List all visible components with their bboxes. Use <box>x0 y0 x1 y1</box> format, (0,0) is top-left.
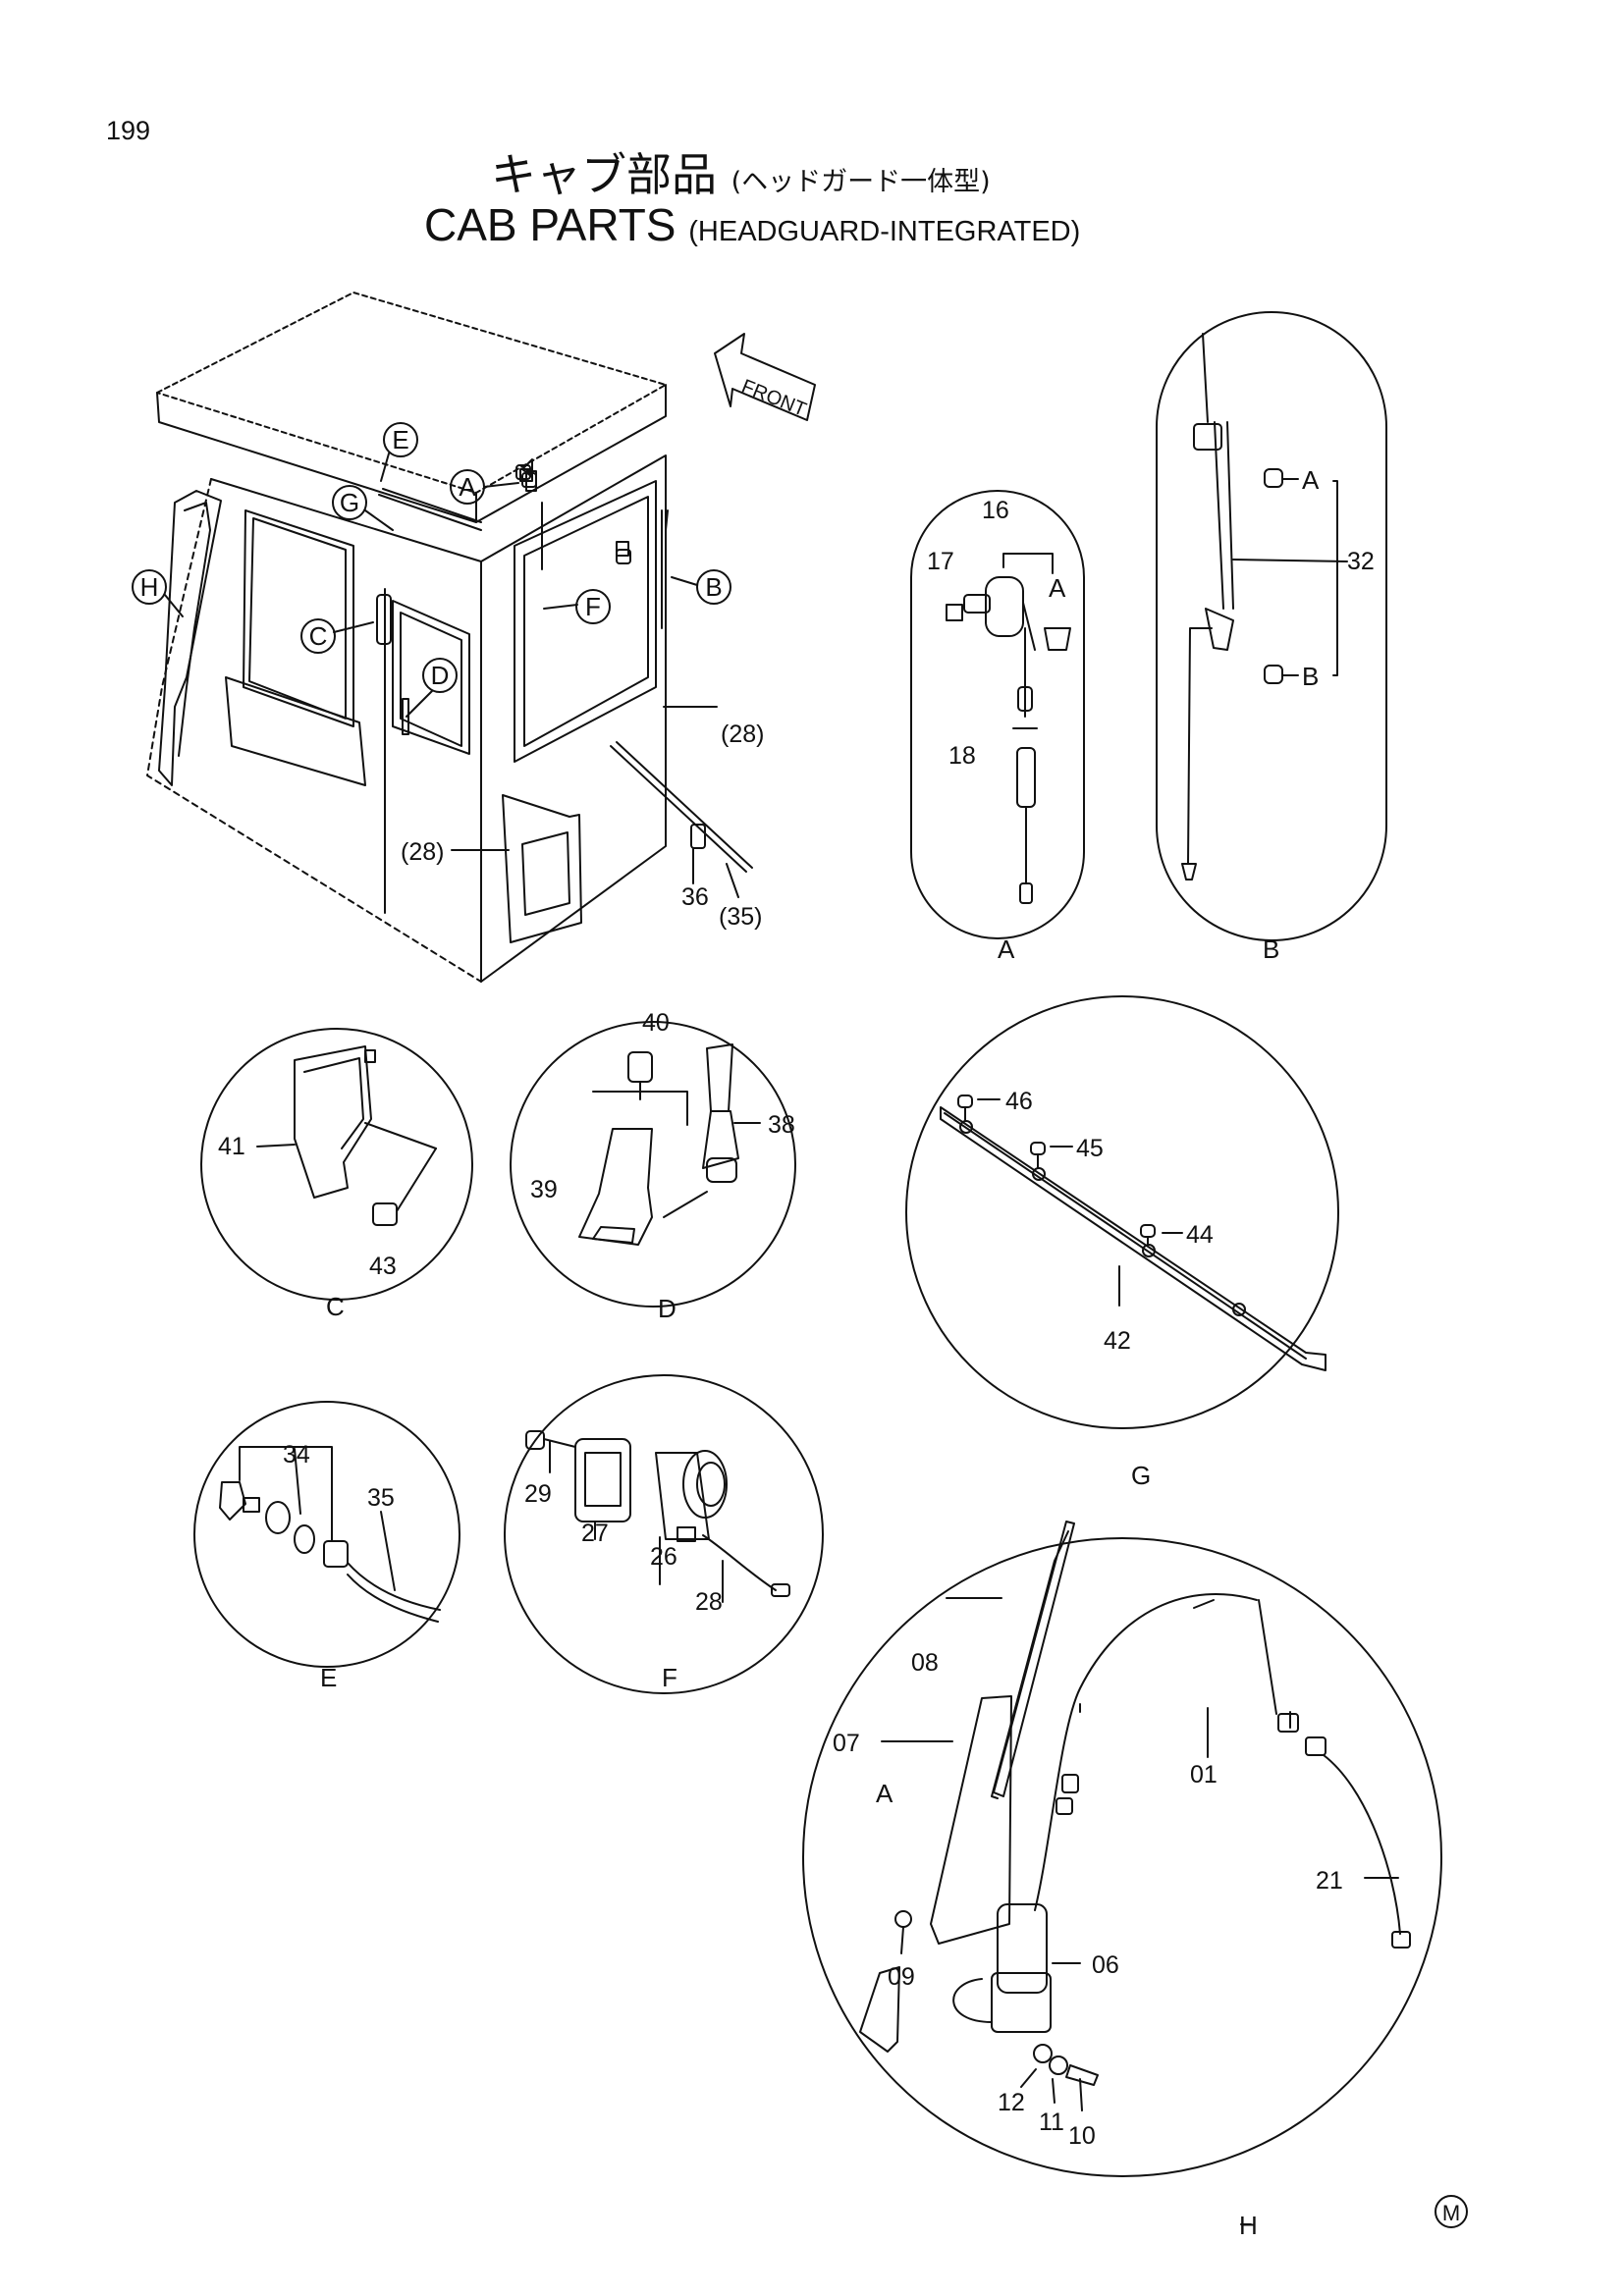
m-mark: M <box>1442 2201 1460 2225</box>
label-40: 40 <box>642 1009 670 1037</box>
label-38: 38 <box>768 1111 795 1139</box>
detail-a-labels: 16 17 A 18 A <box>927 497 1066 964</box>
detail-e-label: E <box>320 1663 337 1692</box>
callout-c: C <box>309 621 328 651</box>
label-26: 26 <box>650 1543 677 1571</box>
detail-d-label: D <box>658 1294 677 1323</box>
label-18: 18 <box>948 742 976 770</box>
detail-f-labels: 29 27 26 28 F <box>524 1480 723 1692</box>
detail-g-labels: 46 45 44 42 G <box>1005 1088 1214 1490</box>
detail-h-labels: 08 07 A 01 21 09 06 12 11 10 H <box>833 1649 1343 2240</box>
label-46: 46 <box>1005 1088 1033 1115</box>
label-29: 29 <box>524 1480 552 1508</box>
detail-g-label: G <box>1131 1461 1151 1490</box>
callout-h: H <box>140 572 159 602</box>
label-36: 36 <box>681 883 709 911</box>
label-28-ref-right: (28) <box>721 721 764 748</box>
label-27: 27 <box>581 1520 609 1547</box>
label-detail-a-inner: A <box>1049 573 1066 603</box>
callout-a: A <box>459 472 476 502</box>
front-arrow <box>714 333 816 421</box>
title-jp-main: キャブ部品 <box>491 148 717 201</box>
detail-a-label: A <box>998 934 1015 964</box>
cab-assembly-drawing <box>146 292 753 983</box>
label-42: 42 <box>1104 1327 1131 1355</box>
label-39: 39 <box>530 1176 558 1203</box>
label-detail-b-b: B <box>1302 662 1319 691</box>
detail-h-label: H <box>1239 2211 1258 2240</box>
detail-c-labels: 41 43 C <box>218 1133 397 1321</box>
title-en-sub: (HEADGUARD-INTEGRATED) <box>688 216 1081 247</box>
label-34: 34 <box>283 1441 310 1468</box>
label-09: 09 <box>888 1963 915 1991</box>
callout-e: E <box>392 425 408 454</box>
label-41: 41 <box>218 1133 245 1160</box>
detail-d-labels: 40 38 39 D <box>530 1009 795 1323</box>
label-21: 21 <box>1316 1867 1343 1895</box>
callout-bubbles <box>132 422 739 898</box>
label-32: 32 <box>1347 548 1375 575</box>
label-08: 08 <box>911 1649 939 1677</box>
detail-g-drawing <box>905 995 1339 1429</box>
detail-d-drawing <box>510 1021 796 1308</box>
detail-c-label: C <box>326 1292 345 1321</box>
title-japanese: キャブ部品 (ヘッドガード一体型) <box>491 139 991 204</box>
label-16: 16 <box>982 497 1009 524</box>
label-detail-b-a: A <box>1302 465 1320 495</box>
label-07: 07 <box>833 1730 860 1757</box>
label-12: 12 <box>998 2089 1025 2116</box>
label-10: 10 <box>1068 2122 1096 2150</box>
label-11: 11 <box>1039 2109 1064 2136</box>
detail-b-labels: A B 32 B <box>1263 465 1375 964</box>
label-35-ref: (35) <box>719 903 762 931</box>
detail-b-label: B <box>1263 934 1279 964</box>
m-mark-circle <box>1435 2195 1468 2228</box>
callout-g: G <box>340 488 359 517</box>
callout-d: D <box>431 661 450 690</box>
callout-f: F <box>585 592 601 621</box>
detail-e-drawing <box>193 1401 460 1668</box>
title-jp-sub: (ヘッドガード一体型) <box>731 167 991 197</box>
title-english: CAB PARTS (HEADGUARD-INTEGRATED) <box>424 198 1080 251</box>
detail-a-drawing <box>910 490 1085 939</box>
detail-f-label: F <box>662 1663 677 1692</box>
label-detail-h-a: A <box>876 1779 893 1808</box>
page-number: 199 <box>106 116 151 145</box>
detail-c-drawing <box>200 1028 473 1301</box>
label-01: 01 <box>1190 1761 1218 1789</box>
label-44: 44 <box>1186 1221 1214 1249</box>
callout-b: B <box>705 572 722 602</box>
label-35: 35 <box>367 1484 395 1512</box>
label-43: 43 <box>369 1253 397 1280</box>
cab-labels: E A G B H C F D (28) (28) 36 (35) FRONT <box>140 376 810 931</box>
label-17: 17 <box>927 548 954 575</box>
label-28: 28 <box>695 1588 723 1616</box>
front-label: FRONT <box>738 376 809 421</box>
detail-h-drawing <box>802 1521 1442 2225</box>
detail-e-labels: 34 35 E <box>283 1441 395 1692</box>
label-06: 06 <box>1092 1951 1119 1979</box>
label-28-ref-left: (28) <box>401 838 444 866</box>
detail-b-drawing <box>1156 311 1387 941</box>
title-en-main: CAB PARTS <box>424 199 677 250</box>
label-45: 45 <box>1076 1135 1104 1162</box>
detail-f-drawing <box>504 1374 824 1694</box>
